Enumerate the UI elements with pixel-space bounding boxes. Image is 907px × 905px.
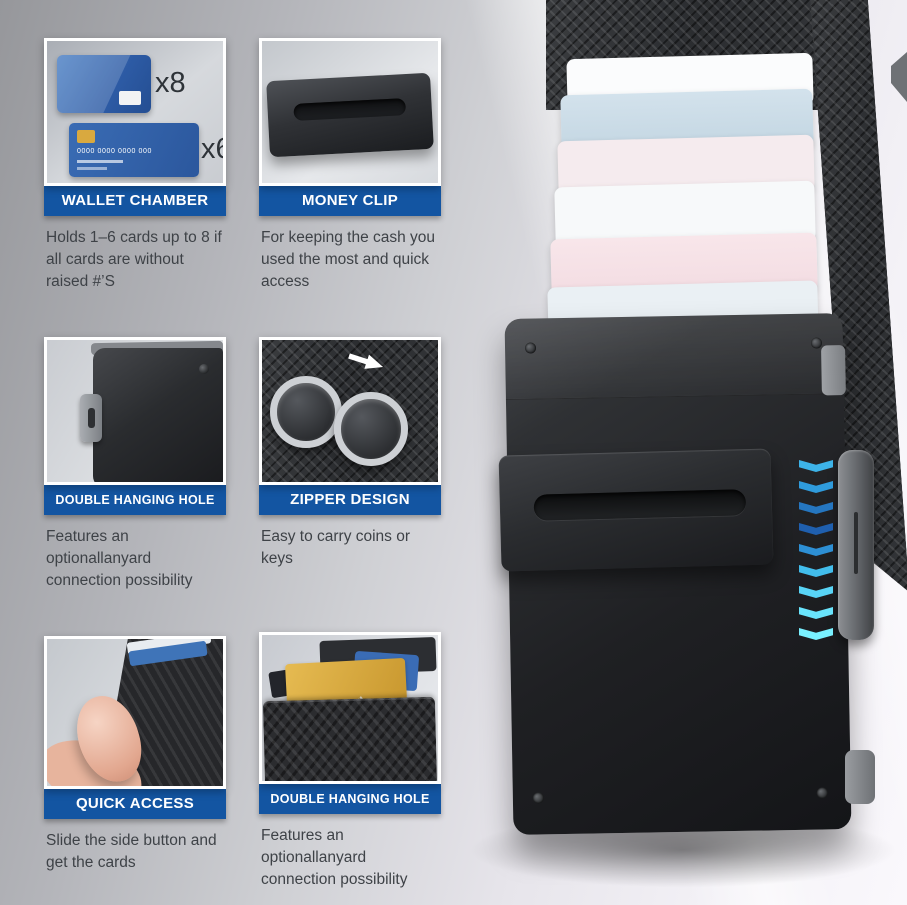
money-clip [498,448,774,572]
card-text-bar [77,167,107,170]
card-chip [77,130,95,143]
card-number: 0000 0000 0000 000 [77,148,153,155]
arrow-right-icon [347,349,386,374]
hanging-hole-photo [44,337,226,485]
corner-screw [816,787,828,799]
credit-card-graphic: 0000 0000 0000 000 [69,123,199,177]
money-clip-photo [259,38,441,186]
hanging-hole-tab [821,345,846,396]
chevron-down-icon [799,481,833,493]
feature-title: MONEY CLIP [259,186,441,216]
feature-tile-quick-access: QUICK ACCESS Slide the side button and g… [44,636,226,874]
chevron-down-icon [799,544,833,556]
feature-description: Easy to carry coins or keys [261,528,411,567]
hanging-hole-tab [845,750,875,804]
feature-description: For keeping the cash you used the most a… [261,229,436,290]
metal-ring [270,376,342,448]
feature-title: DOUBLE HANGING HOLE [259,784,441,814]
feature-tile-zipper-design: ZIPPER DESIGN Easy to carry coins or key… [259,337,441,570]
card-count-x8: x8 [155,67,186,99]
chevron-down-icon [799,607,833,619]
side-button [838,450,874,640]
corner-screw [532,792,544,804]
chevron-down-icon [799,628,833,640]
chevron-down-icon [799,565,833,577]
corner-screw [199,364,209,374]
chevron-down-icon [799,523,833,535]
feature-tile-wallet-chamber: x8 0000 0000 0000 000 x6 WALLET CHAMBER … [44,38,226,293]
wallet-top-edge [504,313,844,400]
chevron-down-icon [799,460,833,472]
feature-tile-money-clip: MONEY CLIP For keeping the cash you used… [259,38,441,293]
zipper-design-photo [259,337,441,485]
wallet-chamber-photo: x8 0000 0000 0000 000 x6 [44,38,226,186]
feature-title: DOUBLE HANGING HOLE [44,485,226,515]
money-clip-slot [533,489,747,521]
feature-tile-hanging-hole-2: DOUBLE HANGING HOLE Features an optional… [259,632,441,891]
feature-title: QUICK ACCESS [44,789,226,819]
wallet-corner-graphic [93,348,223,482]
background-shard [891,52,907,102]
credit-card-graphic [57,55,151,113]
feature-tile-hanging-hole: DOUBLE HANGING HOLE Features an optional… [44,337,226,592]
feature-description: Features an optionallanyard connection p… [46,528,193,589]
card-text-bar [77,160,123,163]
hanging-hole-slot [88,408,95,428]
feature-title: WALLET CHAMBER [44,186,226,216]
chevron-down-icon [799,502,833,514]
feature-description: Features an optionallanyard connection p… [261,827,408,888]
card-pocket-photo [259,632,441,784]
feature-description: Holds 1–6 cards up to 8 if all cards are… [46,229,222,290]
side-button-slot [854,512,858,574]
quick-access-photo [44,636,226,789]
money-clip-slot [293,98,407,121]
money-clip-graphic [266,72,434,158]
chevron-down-icon [799,586,833,598]
chevron-arrows [799,460,833,640]
feature-title: ZIPPER DESIGN [259,485,441,515]
carbon-pocket-graphic [262,696,438,781]
feature-description: Slide the side button and get the cards [46,832,217,871]
card-count-x6: x6 [201,133,223,165]
card-chip [119,91,141,105]
metal-ring [334,392,408,466]
